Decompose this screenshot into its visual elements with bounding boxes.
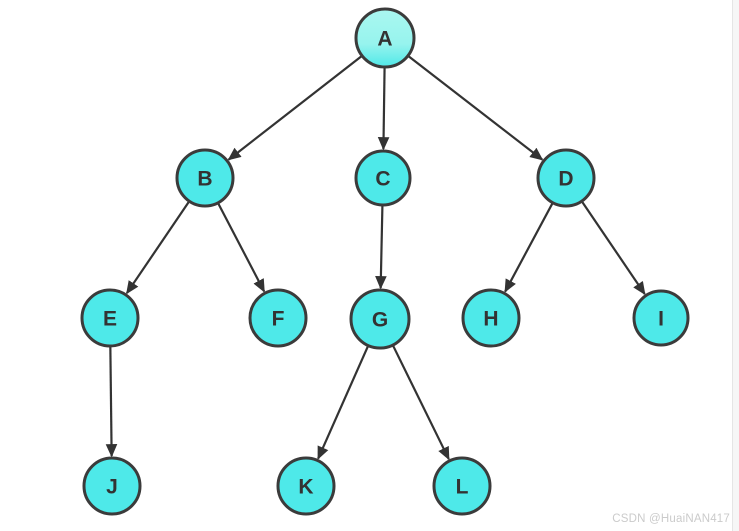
node-label-K: K — [298, 476, 313, 499]
node-circle-I — [632, 289, 690, 347]
node-label-B: B — [197, 168, 212, 191]
node-label-I: I — [658, 308, 664, 331]
node-circle-C — [354, 149, 412, 207]
scroll-gutter — [732, 0, 739, 531]
edge-G-L — [392, 345, 450, 461]
tree-node-C: C — [354, 149, 412, 207]
edge-A-B — [227, 55, 362, 161]
tree-node-K: K — [276, 456, 336, 516]
tree-node-F: F — [248, 288, 308, 348]
tree-node-E: E — [80, 288, 140, 348]
node-circle-G — [349, 288, 411, 350]
watermark-text: CSDN @HuaiNAN417 — [612, 513, 730, 525]
edge-B-F — [217, 203, 266, 293]
node-circle-E — [80, 288, 140, 348]
tree-node-L: L — [432, 456, 492, 516]
node-label-G: G — [372, 309, 388, 332]
node-circle-A — [354, 7, 416, 69]
edge-B-E — [125, 201, 190, 295]
edge-E-J — [105, 346, 118, 458]
node-circle-H — [461, 288, 521, 348]
tree-node-A: A — [354, 7, 416, 69]
node-label-D: D — [558, 168, 573, 191]
tree-node-G: G — [349, 288, 411, 350]
tree-node-B: B — [175, 148, 235, 208]
tree-node-J: J — [82, 456, 142, 516]
node-label-A: A — [377, 28, 392, 51]
tree-node-I: I — [632, 289, 690, 347]
node-circle-B — [175, 148, 235, 208]
edge-A-C — [377, 67, 390, 151]
edge-D-I — [581, 201, 646, 296]
tree-node-D: D — [536, 148, 596, 208]
tree-node-H: H — [461, 288, 521, 348]
node-circle-F — [248, 288, 308, 348]
node-label-J: J — [106, 476, 118, 499]
edge-D-H — [504, 203, 554, 293]
edge-A-D — [408, 55, 544, 161]
edge-G-K — [317, 345, 369, 460]
node-circle-D — [536, 148, 596, 208]
node-circle-K — [276, 456, 336, 516]
node-circle-L — [432, 456, 492, 516]
node-label-H: H — [483, 308, 498, 331]
node-circle-J — [82, 456, 142, 516]
edge-C-G — [375, 205, 387, 290]
node-label-C: C — [375, 168, 390, 191]
node-label-F: F — [272, 308, 285, 331]
node-label-L: L — [456, 476, 469, 499]
node-label-E: E — [103, 308, 117, 331]
